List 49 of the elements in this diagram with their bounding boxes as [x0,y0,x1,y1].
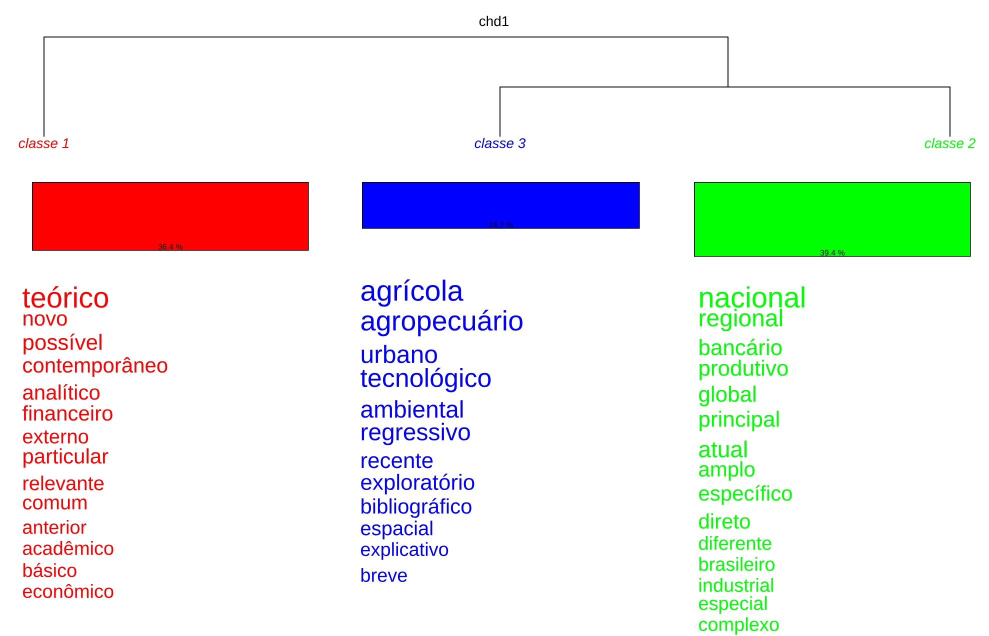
word-label: básico [23,562,76,578]
word-label: novo [24,314,67,326]
word-label: nacional [700,286,804,308]
class-label: classe 2 [924,138,976,148]
title: chd1 [479,16,508,26]
word-label: contemporâneo [23,357,168,377]
word-label: possível [24,334,102,354]
class-label: classe 1 [18,138,68,148]
word-label: exploratório [361,474,474,494]
word-label: principal [700,410,779,432]
word-label: analítico [23,384,100,400]
word-label: espacial [361,520,432,540]
dendrogram-branch [44,36,950,138]
word-label: anterior [23,520,86,534]
bar: 39.4 % [694,182,971,257]
word-label: comum [23,498,86,510]
word-label: agropecuário [361,310,522,336]
word-label: global [699,386,756,406]
word-label: diferente [699,536,772,550]
word-label: relevante [24,476,104,490]
word-label: urbano [362,344,437,364]
word-label: direto [699,513,750,529]
word-label: bancário [700,338,782,356]
word-label: particular [24,448,108,468]
word-label: breve [361,568,407,582]
word-label: ambiental [361,400,463,418]
class-label: classe 3 [474,138,526,148]
word-label: acadêmico [23,540,114,555]
word-label: especial [699,596,767,614]
bar: 36.4 % [32,182,309,251]
word-label: industrial [699,578,773,592]
word-label: brasileiro [699,557,774,571]
word-label: complexo [699,617,779,635]
word-label: bibliográfico [362,498,472,518]
word-label: tecnológico [360,368,491,392]
word-label: externo [23,430,88,444]
word-label: atual [699,440,747,458]
word-label: produtivo [700,360,788,380]
word-label: recente [362,454,433,468]
word-label: amplo [699,461,754,481]
word-label: agrícola [361,279,464,307]
word-label: teórico [22,286,108,308]
word-label: específico [699,485,792,505]
word-label: econômico [23,584,114,598]
word-label: financeiro [22,405,112,421]
word-label: explicativo [361,542,448,560]
word-label: regressivo [362,422,470,446]
bar: 24.2 % [362,182,640,229]
word-label: regional [700,308,782,332]
